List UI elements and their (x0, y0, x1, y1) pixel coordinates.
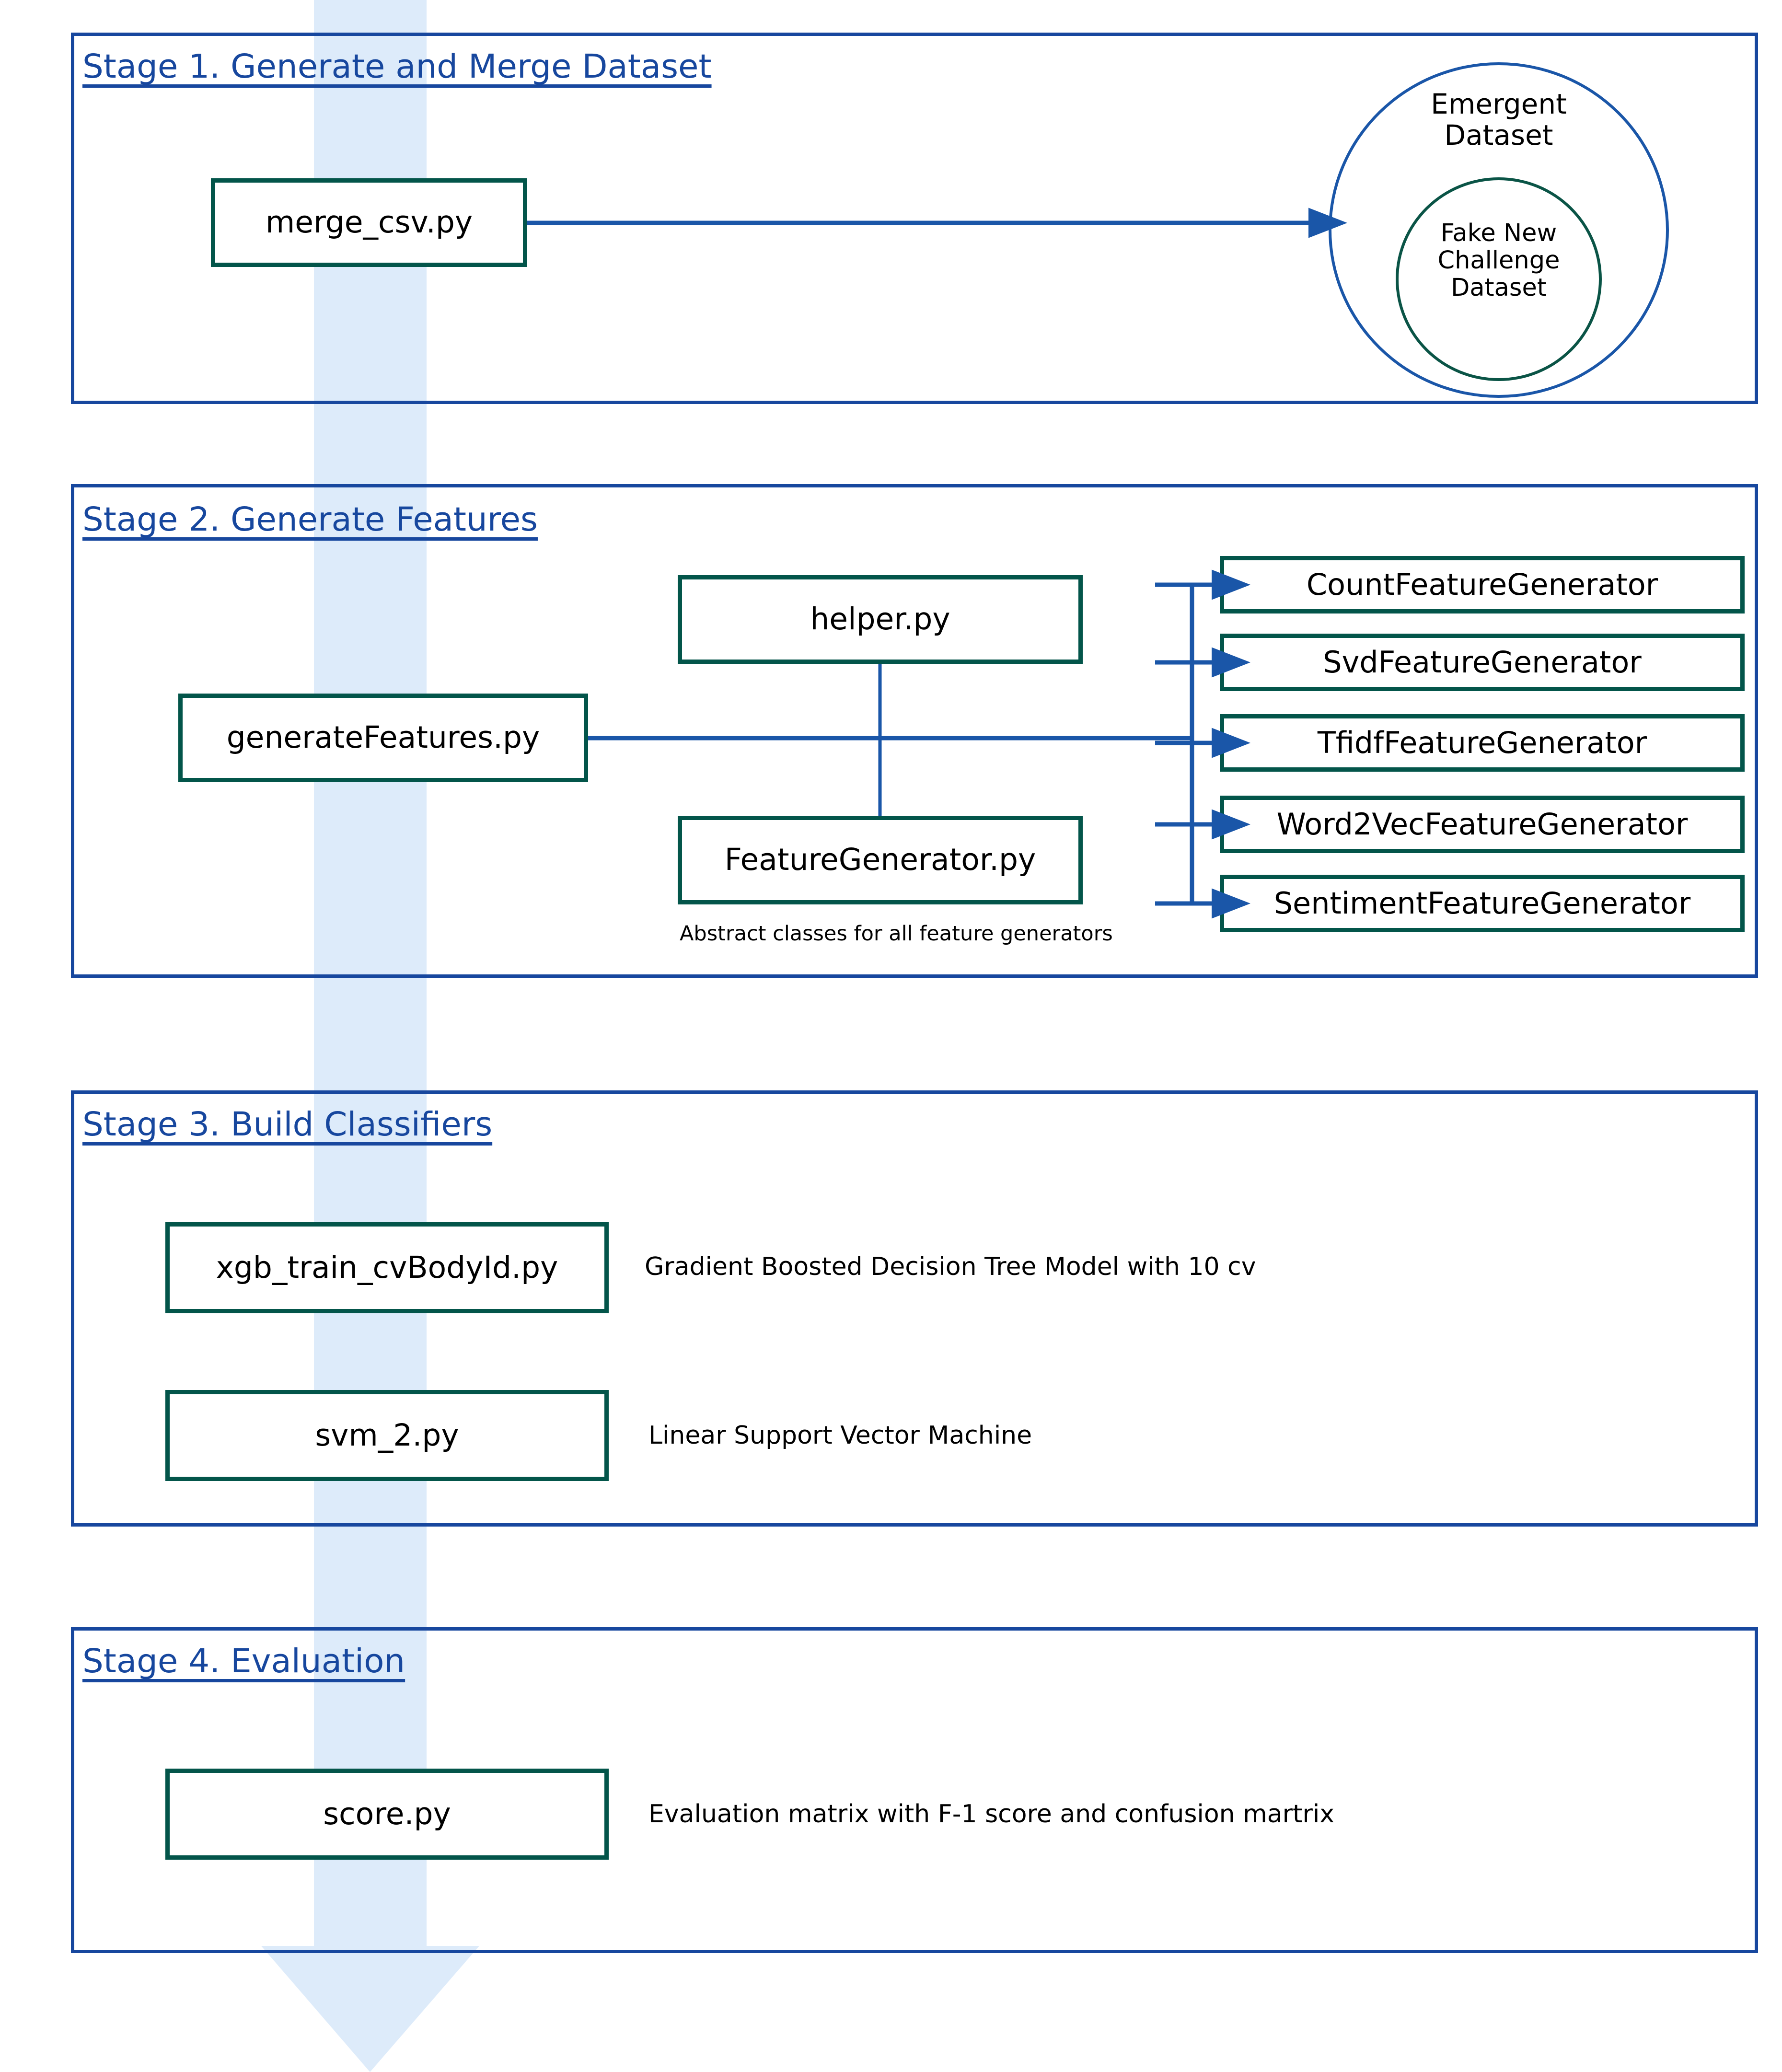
box-svm-2-label: svm_2.py (315, 1417, 459, 1453)
box-svd-feature-generator[interactable]: SvdFeatureGenerator (1220, 634, 1745, 691)
xgb-description: Gradient Boosted Decision Tree Model wit… (645, 1252, 1256, 1281)
box-count-feature-generator-label: CountFeatureGenerator (1306, 567, 1658, 602)
fake-news-challenge-dataset-label: Fake New Challenge Dataset (1437, 219, 1560, 302)
box-svm-2[interactable]: svm_2.py (165, 1390, 609, 1481)
box-merge-csv-label: merge_csv.py (265, 205, 473, 240)
box-xgb-train-cvbodyid-label: xgb_train_cvBodyId.py (216, 1250, 558, 1285)
stage-2-title: Stage 2. Generate Features (82, 500, 538, 539)
fake-news-challenge-dataset-circle (1396, 177, 1602, 381)
stage-1-panel (71, 33, 1758, 404)
box-tfidf-feature-generator[interactable]: TfidfFeatureGenerator (1220, 714, 1745, 772)
box-helper-label: helper.py (810, 602, 950, 637)
box-svd-feature-generator-label: SvdFeatureGenerator (1323, 645, 1642, 680)
emergent-dataset-label: Emergent Dataset (1431, 88, 1567, 151)
box-sentiment-feature-generator-label: SentimentFeatureGenerator (1273, 886, 1691, 921)
stage-3-title: Stage 3. Build Classifiers (82, 1105, 493, 1144)
box-score-label: score.py (323, 1796, 451, 1831)
stage-2-panel (71, 484, 1758, 978)
box-feature-generator-label: FeatureGenerator.py (724, 842, 1036, 878)
score-description: Evaluation matrix with F-1 score and con… (648, 1800, 1335, 1829)
box-sentiment-feature-generator[interactable]: SentimentFeatureGenerator (1220, 875, 1745, 932)
box-merge-csv[interactable]: merge_csv.py (211, 178, 527, 267)
box-feature-generator[interactable]: FeatureGenerator.py (678, 816, 1083, 904)
stage-4-title: Stage 4. Evaluation (82, 1642, 405, 1680)
stage-1-title: Stage 1. Generate and Merge Dataset (82, 47, 712, 86)
box-helper[interactable]: helper.py (678, 575, 1083, 664)
box-word2vec-feature-generator-label: Word2VecFeatureGenerator (1276, 807, 1688, 842)
box-generate-features-label: generateFeatures.py (226, 720, 540, 755)
box-score[interactable]: score.py (165, 1769, 609, 1860)
box-tfidf-feature-generator-label: TfidfFeatureGenerator (1317, 725, 1647, 761)
svm-description: Linear Support Vector Machine (648, 1421, 1032, 1450)
abstract-classes-caption: Abstract classes for all feature generat… (680, 922, 1113, 946)
box-xgb-train-cvbodyid[interactable]: xgb_train_cvBodyId.py (165, 1222, 609, 1313)
box-word2vec-feature-generator[interactable]: Word2VecFeatureGenerator (1220, 796, 1745, 853)
stage-4-panel (71, 1627, 1758, 1953)
box-count-feature-generator[interactable]: CountFeatureGenerator (1220, 556, 1745, 613)
box-generate-features[interactable]: generateFeatures.py (178, 694, 588, 782)
stage-3-panel (71, 1090, 1758, 1527)
